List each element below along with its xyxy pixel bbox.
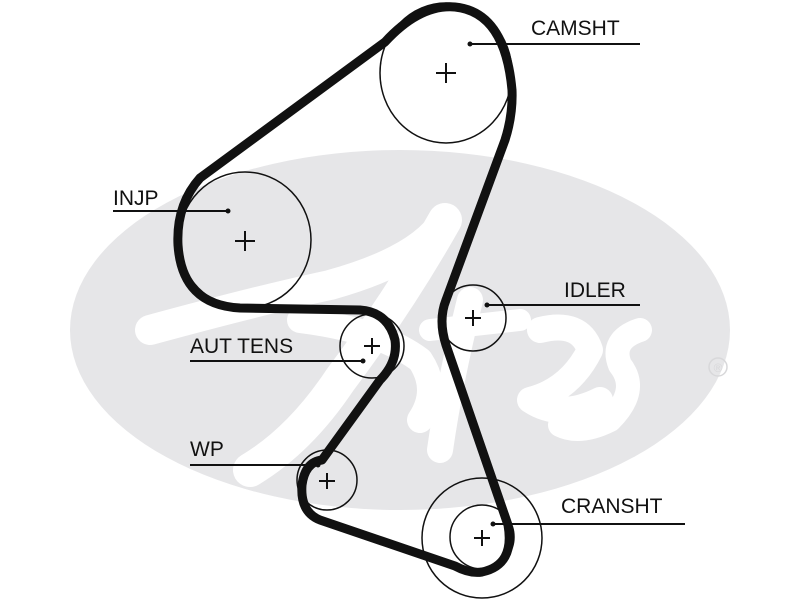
crankshaft-label: CRANSHT xyxy=(561,495,663,518)
auto-tensioner-label: AUT TENS xyxy=(190,335,293,358)
label-water-pump: WP xyxy=(190,438,321,468)
label-crankshaft: CRANSHT xyxy=(490,495,685,527)
label-injection-pump: INJP xyxy=(113,187,231,214)
camshaft-label: CAMSHT xyxy=(531,17,620,40)
label-idler: IDLER xyxy=(484,279,640,308)
water-pump-label: WP xyxy=(190,438,224,461)
injection-pump-label: INJP xyxy=(113,187,159,210)
idler-label: IDLER xyxy=(564,279,626,302)
label-camshaft: CAMSHT xyxy=(467,17,640,47)
label-auto-tensioner: AUT TENS xyxy=(190,335,366,364)
timing-belt xyxy=(173,2,517,577)
registered-mark: ® xyxy=(714,361,723,375)
